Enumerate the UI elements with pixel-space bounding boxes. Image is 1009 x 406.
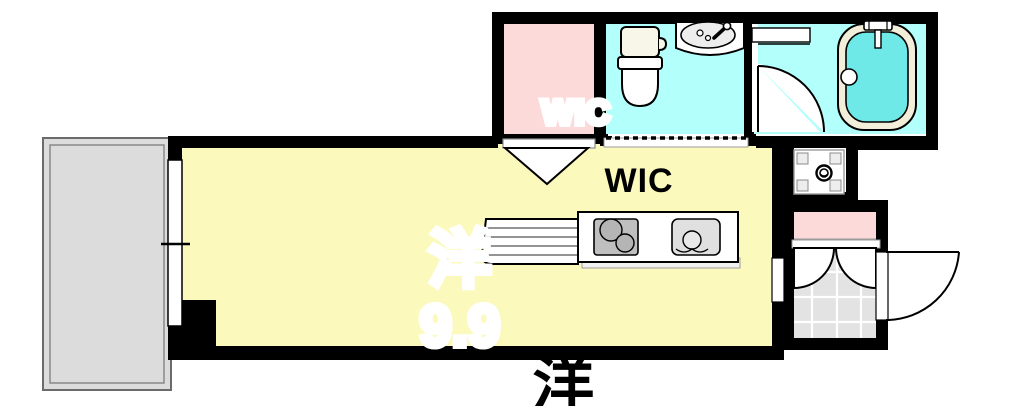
room-label-wic: WIC WIC [500, 62, 673, 266]
room-label-living-kanji-shadow: 洋 [426, 226, 494, 295]
walls [168, 12, 938, 360]
room-label-living-size-shadow: 9.9 [416, 294, 503, 359]
room-label-living-size: 9.9 9.9 [355, 240, 503, 406]
bathtub-fixture [837, 20, 917, 131]
room-label-wic-shadow: WIC [539, 93, 613, 133]
two-burner-stove [593, 218, 639, 256]
room-label-balcony: バルコニー バルコニー [0, 188, 124, 406]
opening-room-entry[interactable] [771, 257, 785, 303]
opening-balcony-window[interactable] [161, 159, 190, 327]
room-label-wic-text: WIC [604, 162, 674, 200]
room-balcony [42, 137, 172, 391]
room-wic-floor [500, 22, 596, 134]
opening-bath-door[interactable] [751, 24, 825, 133]
room-label-living-kanji: 洋 洋 [360, 168, 594, 406]
toilet-fixture [617, 26, 668, 108]
opening-wic-door[interactable] [502, 138, 596, 186]
kitchen-unit [577, 211, 741, 269]
opening-genkan-double-door[interactable] [791, 239, 881, 290]
washing-machine-pan [793, 149, 845, 195]
room-label-living-kanji-text: 洋 [532, 350, 595, 406]
opening-entrance-door[interactable] [875, 251, 960, 322]
washbasin-fixture [675, 21, 745, 56]
room-label-balcony-shadow: バルコニー [0, 317, 17, 406]
opening-washroom-door[interactable] [603, 136, 749, 148]
counter-extension [480, 218, 579, 265]
kitchen-sink [671, 218, 721, 256]
